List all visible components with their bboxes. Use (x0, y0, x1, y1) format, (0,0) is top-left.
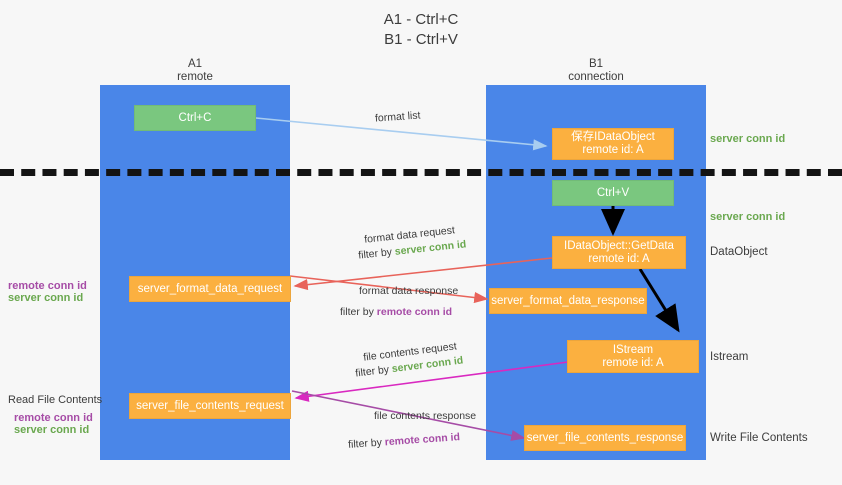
box-server-format-data-request-label: server_format_data_request (137, 282, 283, 295)
box-istream[interactable]: IStream remote id: A (567, 340, 699, 373)
filter-target: remote conn id (376, 306, 453, 318)
box-save-idataobject-line2: remote id: A (582, 144, 644, 156)
arrow-label-format-data-response-filter: filter by remote conn id (340, 305, 452, 319)
label-istream: Istream (710, 351, 749, 363)
box-server-file-contents-response-label: server_file_contents_response (526, 431, 684, 444)
column-header-a1-role: remote (177, 71, 213, 83)
title-line-1: A1 - Ctrl+C (383, 11, 459, 28)
label-server-conn-id-left-1: server conn id (8, 292, 84, 304)
label-remote-conn-id-left-2: remote conn id (14, 412, 93, 424)
box-istream-line1: IStream (612, 343, 654, 356)
box-server-file-contents-request-label: server_file_contents_request (136, 399, 284, 412)
label-server-conn-id-mid: server conn id (710, 211, 786, 223)
box-idataobject-getdata-line1: IDataObject::GetData (564, 239, 674, 252)
box-ctrl-v-label: Ctrl+V (596, 186, 630, 199)
box-save-idataobject-line1: 保存IDataObject (571, 131, 655, 143)
box-save-idataobject[interactable]: 保存IDataObject remote id: A (552, 128, 674, 160)
column-header-b1: B1 connection (486, 58, 706, 84)
box-idataobject-getdata-line2: remote id: A (588, 252, 650, 265)
column-header-b1-name: B1 (588, 58, 604, 70)
box-server-file-contents-request[interactable]: server_file_contents_request (129, 393, 291, 419)
label-server-conn-id-left-2: server conn id (14, 424, 90, 436)
label-dataobject: DataObject (710, 246, 768, 258)
column-header-a1: A1 remote (100, 58, 290, 84)
box-istream-line2: remote id: A (602, 356, 664, 369)
arrow-label-file-contents-response: file contents response (374, 410, 477, 422)
phase-divider (0, 169, 842, 176)
box-idataobject-getdata[interactable]: IDataObject::GetData remote id: A (552, 236, 686, 269)
arrow-label-format-list: format list (374, 109, 421, 125)
label-server-conn-id-top: server conn id (710, 133, 786, 145)
title-line-2: B1 - Ctrl+V (384, 31, 458, 48)
label-read-file-contents: Read File Contents (8, 394, 103, 406)
page-title: A1 - Ctrl+C B1 - Ctrl+V (0, 10, 842, 50)
box-server-file-contents-response[interactable]: server_file_contents_response (524, 425, 686, 451)
box-ctrl-c-label: Ctrl+C (178, 111, 212, 124)
column-header-b1-role: connection (568, 71, 624, 83)
filter-prefix: filter by (340, 306, 377, 318)
box-server-format-data-request[interactable]: server_format_data_request (129, 276, 291, 302)
box-server-format-data-response[interactable]: server_format_data_response (489, 288, 647, 314)
label-write-file-contents: Write File Contents (710, 432, 808, 444)
filter-prefix: filter by (354, 363, 393, 380)
box-ctrl-c[interactable]: Ctrl+C (134, 105, 256, 131)
filter-target: remote conn id (384, 431, 461, 449)
filter-prefix: filter by (357, 245, 396, 262)
filter-prefix: filter by (347, 436, 386, 451)
arrow-label-file-contents-response-filter: filter by remote conn id (348, 430, 461, 452)
box-server-format-data-response-label: server_format_data_response (491, 294, 645, 307)
label-remote-conn-id-left-1: remote conn id (8, 280, 87, 292)
box-ctrl-v[interactable]: Ctrl+V (552, 180, 674, 206)
column-header-a1-name: A1 (187, 58, 203, 70)
arrow-label-format-data-response: format data response (359, 285, 459, 297)
